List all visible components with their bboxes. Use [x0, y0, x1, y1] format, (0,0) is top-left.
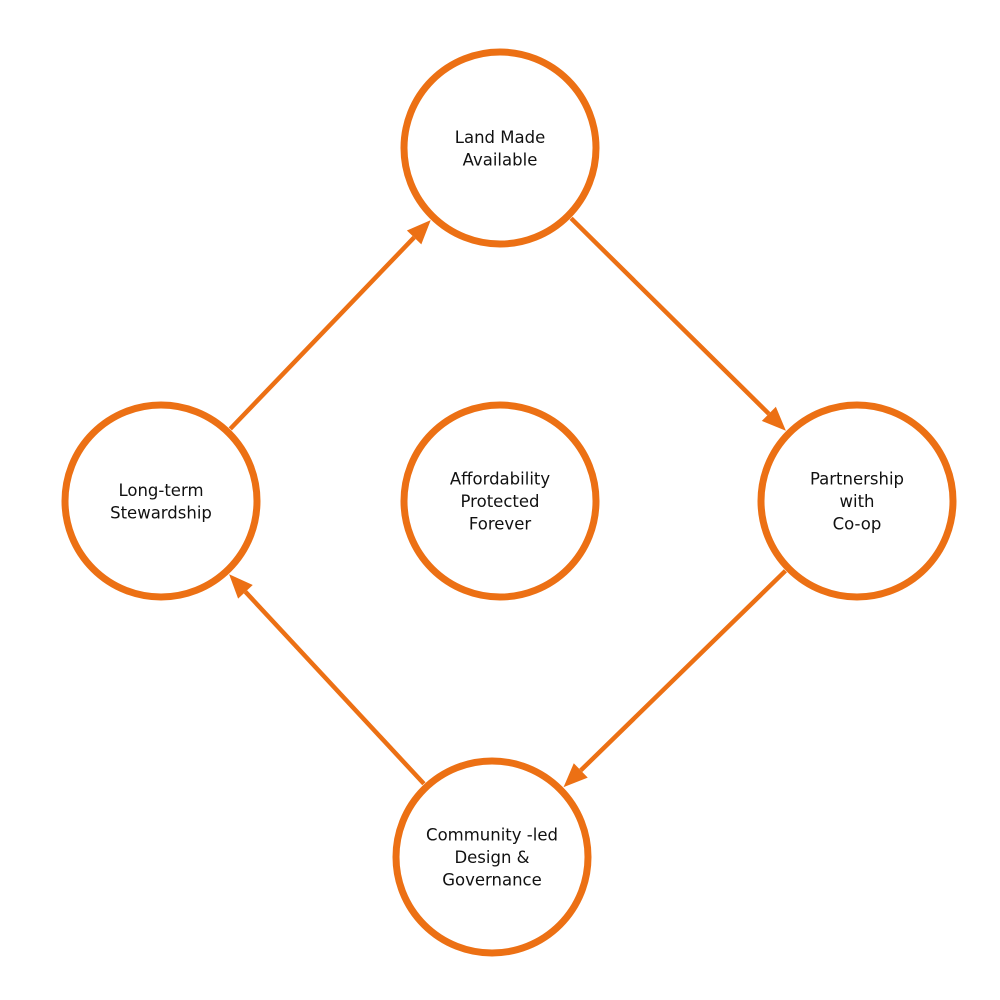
arrowhead-icon: [406, 220, 431, 245]
node-label: Design &: [454, 848, 529, 867]
node-label: Land Made: [455, 128, 545, 147]
node-label: Community -led: [426, 826, 558, 845]
node-label: Stewardship: [110, 503, 212, 522]
node-circle: [400, 48, 600, 248]
node-label: Forever: [469, 515, 531, 534]
node-label: with: [839, 492, 874, 511]
node-label: Long-term: [118, 481, 203, 500]
arrowhead-icon: [229, 574, 253, 599]
node-circle: [61, 401, 261, 601]
arrow-partnership-to-community: [563, 569, 787, 788]
arrow-community-to-stewardship: [229, 574, 426, 786]
node-circle: [392, 757, 592, 957]
arrow-line: [243, 590, 426, 786]
node-label: Protected: [461, 492, 540, 511]
node-label: Co-op: [833, 515, 882, 534]
arrowhead-icon: [563, 763, 588, 788]
arrow-line: [579, 569, 787, 773]
node-label: Partnership: [810, 470, 904, 489]
arrow-stewardship-to-land: [228, 220, 431, 431]
arrow-line: [228, 235, 416, 431]
node-circle: [400, 401, 600, 601]
node-label: Governance: [442, 871, 542, 890]
node-circle: [757, 401, 957, 601]
node-label: Available: [463, 150, 538, 169]
arrow-land-to-partnership: [569, 216, 786, 431]
node-label: Affordability: [450, 470, 551, 489]
arrow-line: [569, 216, 771, 416]
arrowhead-icon: [761, 406, 786, 431]
